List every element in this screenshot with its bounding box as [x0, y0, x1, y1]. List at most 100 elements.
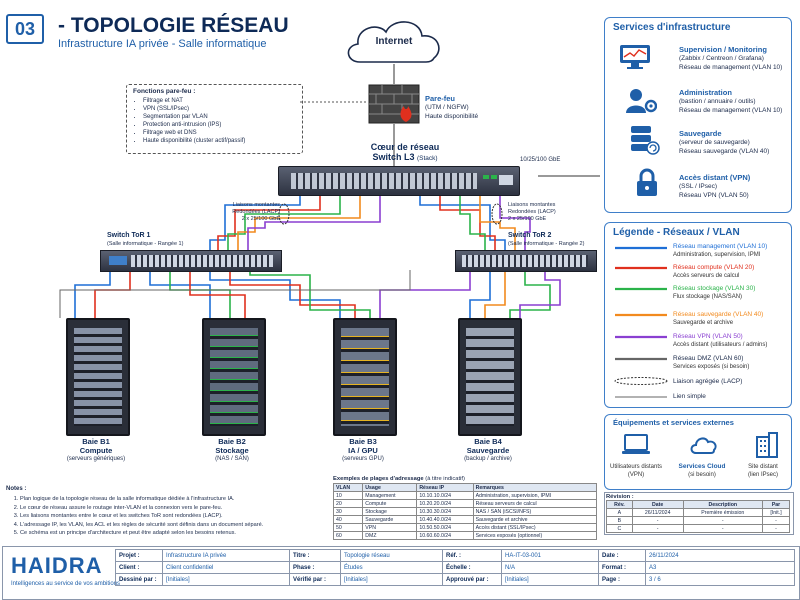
- table-cell: Accès distant (SSL/IPsec): [472, 523, 598, 532]
- addressing-title: Exemples de plages d'adressage (à titre …: [333, 476, 465, 482]
- fw-function-item: Filtrage web et DNS: [143, 129, 245, 137]
- table-cell: -: [762, 516, 790, 525]
- column-header: Date: [631, 500, 684, 509]
- column-header: VLAN: [332, 483, 364, 492]
- note-item: Le cœur de réseau assure le routage inte…: [20, 504, 306, 513]
- table-cell: -: [631, 516, 684, 525]
- table-cell: [Init.]: [762, 508, 790, 517]
- table-cell: 50: [332, 523, 364, 532]
- table-cell: Stockage: [362, 507, 418, 516]
- note-item: Les liaisons montantes entre le cœur et …: [20, 512, 306, 521]
- core-tor-links: [209, 194, 531, 250]
- external-panel: Équipements et services externes Utilisa…: [604, 414, 792, 490]
- tor2-switch: [455, 250, 597, 272]
- legend-title: Légende - Réseaux / VLAN: [613, 227, 740, 238]
- legend-item: Lien simple: [673, 393, 706, 400]
- uplinks-left-label: Liaisons montantes Redondées (LACP) 2 x …: [232, 202, 280, 222]
- padlock-icon: [635, 168, 659, 198]
- company-logo: HAIDRA: [11, 553, 103, 578]
- core-switch: [278, 166, 520, 196]
- table-cell: 3 / 6: [645, 573, 795, 586]
- column-header: Réseau IP: [416, 483, 474, 492]
- fw-functions-title: Fonctions pare-feu :: [133, 88, 196, 95]
- legend-item: Réseau DMZ (VLAN 60) Services exposés (s…: [673, 355, 750, 370]
- rack-desc: (serveurs génériques): [66, 456, 126, 462]
- laptop-icon: [621, 433, 651, 457]
- rack-role: Compute: [79, 446, 113, 455]
- firewall-line1: (UTM / NGFW): [425, 104, 469, 111]
- tor1-switch: [100, 250, 282, 272]
- external-item: Utilisateurs distants (VPN): [609, 464, 663, 478]
- table-cell: Projet :: [115, 549, 163, 562]
- tor1-rack-links: [74, 270, 371, 318]
- core-title: Cœur de réseau Switch L3 (Stack): [360, 142, 450, 164]
- table-cell: Dessiné par :: [115, 573, 163, 586]
- table-cell: 40: [332, 515, 364, 524]
- title-block-table: Projet :Infrastructure IA privée Titre :…: [115, 549, 795, 586]
- table-cell: Approuvé par :: [442, 573, 502, 586]
- table-cell: Études: [340, 561, 443, 574]
- core-ports: [291, 173, 477, 189]
- rack-desc: (backup / archive): [464, 456, 512, 462]
- fw-functions-connector: [300, 101, 368, 103]
- notes-title: Notes :: [6, 486, 27, 492]
- fw-function-item: Segmentation par VLAN: [143, 113, 245, 121]
- table-cell: Vérifié par :: [289, 573, 341, 586]
- core-title-line2: Switch L3 (Stack): [360, 152, 450, 164]
- table-cell: 30: [332, 507, 364, 516]
- note-item: L'adressage IP, les VLAN, les ACL et les…: [20, 521, 306, 530]
- table-cell: Titre :: [289, 549, 341, 562]
- table-cell: Date :: [598, 549, 646, 562]
- table-cell: Topologie réseau: [340, 549, 443, 562]
- rack-role: Sauvegarde: [466, 446, 510, 455]
- fw-function-item: Haute disponibilité (cluster actif/passi…: [143, 137, 245, 145]
- core-title-line1: Cœur de réseau: [370, 142, 440, 152]
- external-item: Site distant (lien IPsec): [747, 464, 778, 478]
- title-block: HAIDRA Intelligences au service de vos a…: [2, 546, 800, 600]
- note-item: Ce schéma est un principe d'architecture…: [20, 529, 306, 538]
- notes-section: Notes : Plan logique de la topologie rés…: [6, 485, 306, 538]
- table-row: B---: [606, 516, 790, 525]
- rack-b1-labels: Baie B1 Compute (serveurs génériques): [56, 437, 136, 463]
- table-cell: Phase :: [289, 561, 341, 574]
- table-cell: -: [762, 524, 790, 533]
- table-row: C---: [606, 524, 790, 533]
- table-cell: Sauvegarde: [362, 515, 418, 524]
- legend-item: Réseau stockage (VLAN 30) Flux stockage …: [673, 285, 756, 300]
- table-cell: 10.10.10.0/24: [416, 491, 474, 500]
- fw-function-item: Filtrage et NAT: [143, 97, 245, 105]
- table-cell: Administration, supervision, IPMI: [472, 491, 598, 500]
- rack-b3: [333, 318, 397, 436]
- table-cell: C: [606, 524, 633, 533]
- table-cell: 10.30.30.0/24: [416, 507, 474, 516]
- company-tagline: Intelligences au service de vos ambition…: [11, 581, 121, 587]
- rack-b3-labels: Baie B3 IA / GPU (serveurs GPU): [323, 437, 403, 463]
- table-cell: [Initiales]: [340, 573, 443, 586]
- legend-item: Réseau sauvegarde (VLAN 40) Sauvegarde e…: [673, 311, 764, 326]
- service-item: Sauvegarde (serveur de sauvegarde) Résea…: [679, 129, 770, 155]
- legend-item: Liaison agrégée (LACP): [673, 378, 743, 385]
- tor1-title: Switch ToR 1: [107, 232, 151, 239]
- table-cell: Services exposés (optionnel): [472, 531, 598, 540]
- legend-swatches: [614, 246, 668, 398]
- cloud-icon: [689, 433, 719, 457]
- legend-swatch-lacp: [614, 377, 668, 385]
- tor2-sub: (Salle informatique - Rangée 2): [508, 241, 585, 247]
- table-cell: Page :: [598, 573, 646, 586]
- notes-list: Plan logique de la topologie réseau de l…: [6, 495, 306, 538]
- table-cell: Échelle :: [442, 561, 502, 574]
- table-cell: -: [682, 516, 764, 525]
- fw-function-item: VPN (SSL/IPsec): [143, 105, 245, 113]
- core-model: Switch L3: [372, 152, 415, 162]
- section-number: 03: [6, 14, 44, 44]
- table-cell: Réf. :: [442, 549, 502, 562]
- table-cell: Première émission: [682, 508, 764, 517]
- core-speed: 10/25/100 GbE: [520, 157, 561, 163]
